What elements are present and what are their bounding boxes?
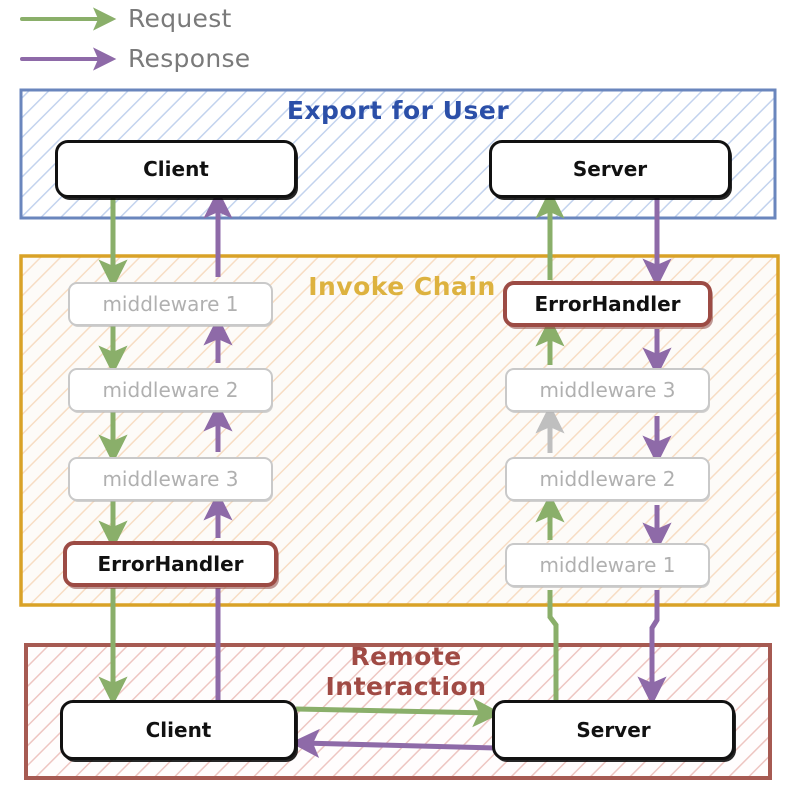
panel-title-export-for-user: Export for User [286, 96, 510, 125]
node-label: middleware 1 [539, 553, 676, 577]
node-top-client[interactable]: Client [55, 140, 297, 198]
node-bottom-server[interactable]: Server [492, 700, 735, 760]
node-label: Client [143, 157, 209, 181]
node-top-server[interactable]: Server [489, 140, 731, 198]
node-label: Server [572, 157, 648, 181]
node-label: Client [145, 718, 212, 742]
panel-title-invoke-chain: Invoke Chain [308, 272, 496, 301]
node-right-middleware-2[interactable]: middleware 2 [505, 457, 710, 501]
legend-label-response: Response [128, 44, 251, 73]
node-right-middleware-3[interactable]: middleware 3 [505, 368, 710, 412]
node-label: middleware 1 [102, 292, 239, 316]
node-label: middleware 2 [539, 467, 676, 491]
node-label: middleware 3 [102, 467, 239, 491]
panel-title-remote-interaction-line2: Interaction [325, 672, 487, 701]
node-left-middleware-1[interactable]: middleware 1 [68, 282, 273, 326]
node-label: Server [576, 718, 651, 742]
edge-remote-response-server-to-client [290, 728, 497, 759]
edge-remote-request-client-to-server [295, 698, 502, 728]
node-right-errorhandler[interactable]: ErrorHandler [503, 281, 712, 327]
node-left-errorhandler[interactable]: ErrorHandler [63, 541, 278, 587]
node-label: middleware 2 [102, 378, 239, 402]
node-left-middleware-3[interactable]: middleware 3 [68, 457, 273, 501]
node-label: middleware 3 [539, 378, 676, 402]
node-right-middleware-1[interactable]: middleware 1 [505, 543, 710, 587]
node-label: ErrorHandler [97, 552, 244, 576]
panel-title-remote-interaction-line1: Remote [350, 642, 462, 671]
node-bottom-client[interactable]: Client [60, 700, 297, 760]
node-left-middleware-2[interactable]: middleware 2 [68, 368, 273, 412]
edge-request-bottom-server-to-mw1 [547, 590, 559, 700]
node-label: ErrorHandler [534, 292, 681, 316]
edge-response-mw1-to-bottom-server [637, 590, 667, 706]
legend-label-request: Request [128, 4, 232, 33]
